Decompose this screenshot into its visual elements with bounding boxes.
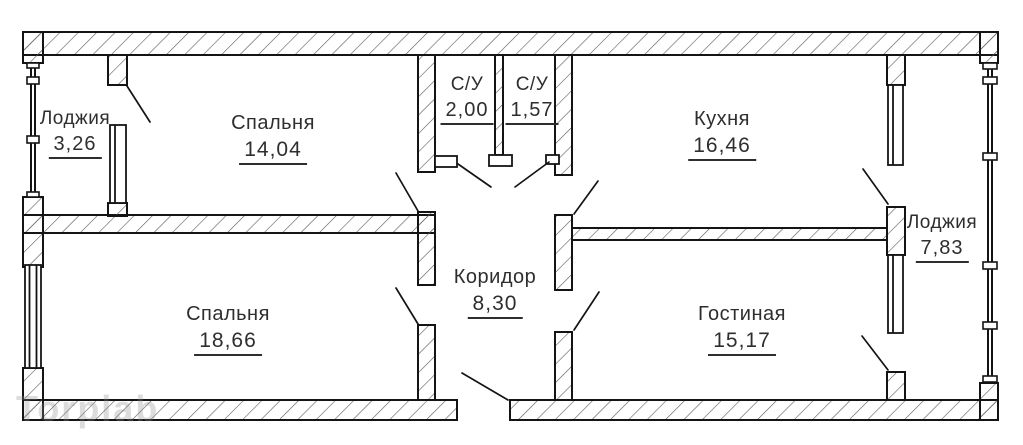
- corridor-lower-left-pier: [417, 324, 436, 401]
- living-balcony-door-swing: [861, 335, 889, 371]
- living-room-door-swing: [573, 291, 600, 331]
- loggia1-sill-block: [107, 202, 128, 217]
- loggia1-balcony-door-swing: [126, 85, 151, 123]
- top-wall: [22, 31, 999, 56]
- bathroom1-door-stub: [434, 155, 458, 168]
- glazing-cap: [26, 62, 40, 69]
- loggia2-top-pier: [886, 54, 906, 86]
- glazing-cap: [982, 375, 998, 383]
- glazing-cap: [982, 62, 998, 70]
- corridor-upper-right-pier: [554, 214, 573, 291]
- bedroom1-door-swing: [395, 172, 419, 212]
- bathroom2-right-wall: [554, 54, 573, 176]
- glazing-mullion: [982, 152, 998, 161]
- loggia1-pier: [107, 54, 128, 86]
- bedroom2-window: [24, 264, 42, 369]
- glazing-cap: [26, 191, 40, 198]
- door-swings-layer: [126, 85, 889, 401]
- loggia2-glazed-wall: [982, 62, 998, 383]
- glazing-mullion: [982, 261, 998, 270]
- kitchen-balcony-door-swing: [862, 168, 889, 205]
- corridor-upper-left-pier: [417, 211, 436, 286]
- kitchen-living-partition: [571, 227, 888, 241]
- door-stub-layer: [434, 154, 560, 168]
- glazing-layer: [26, 62, 998, 383]
- left-wall-segment: [22, 232, 44, 268]
- loggia2-mid-pier: [886, 206, 906, 256]
- top-left-corner-wall: [22, 31, 44, 64]
- walls-layer: [22, 31, 999, 421]
- entrance-door-swing: [461, 372, 509, 401]
- bathrooms-partition: [494, 54, 504, 156]
- bathroom2-door-swing: [514, 161, 550, 188]
- bottom-wall-right: [509, 399, 999, 421]
- living-loggia-window: [887, 254, 904, 334]
- glazing-mullion: [982, 321, 998, 330]
- kitchen-loggia-window: [887, 84, 904, 166]
- top-right-corner-wall: [979, 31, 999, 64]
- glazing-mullion: [26, 135, 40, 144]
- glazing-mullion: [982, 76, 998, 85]
- bathrooms-partition-foot: [488, 154, 513, 167]
- loggia1-glazed-wall: [26, 62, 40, 198]
- bathroom2-door-stub: [545, 154, 560, 165]
- bedroom2-door-swing: [395, 287, 419, 325]
- kitchen-door-swing: [573, 180, 599, 215]
- watermark: Torplab: [16, 388, 160, 429]
- loggia2-bottom-pier: [886, 371, 906, 401]
- bedroom1-right-wall: [417, 54, 436, 173]
- windows-layer: [24, 84, 904, 369]
- bathroom1-door-swing: [457, 163, 492, 188]
- corridor-lower-right-pier: [554, 331, 573, 401]
- loggia1-window: [109, 124, 127, 204]
- bottom-right-corner-wall: [979, 382, 999, 421]
- mid-horizontal-wall: [22, 214, 436, 234]
- glazing-mullion: [26, 76, 40, 85]
